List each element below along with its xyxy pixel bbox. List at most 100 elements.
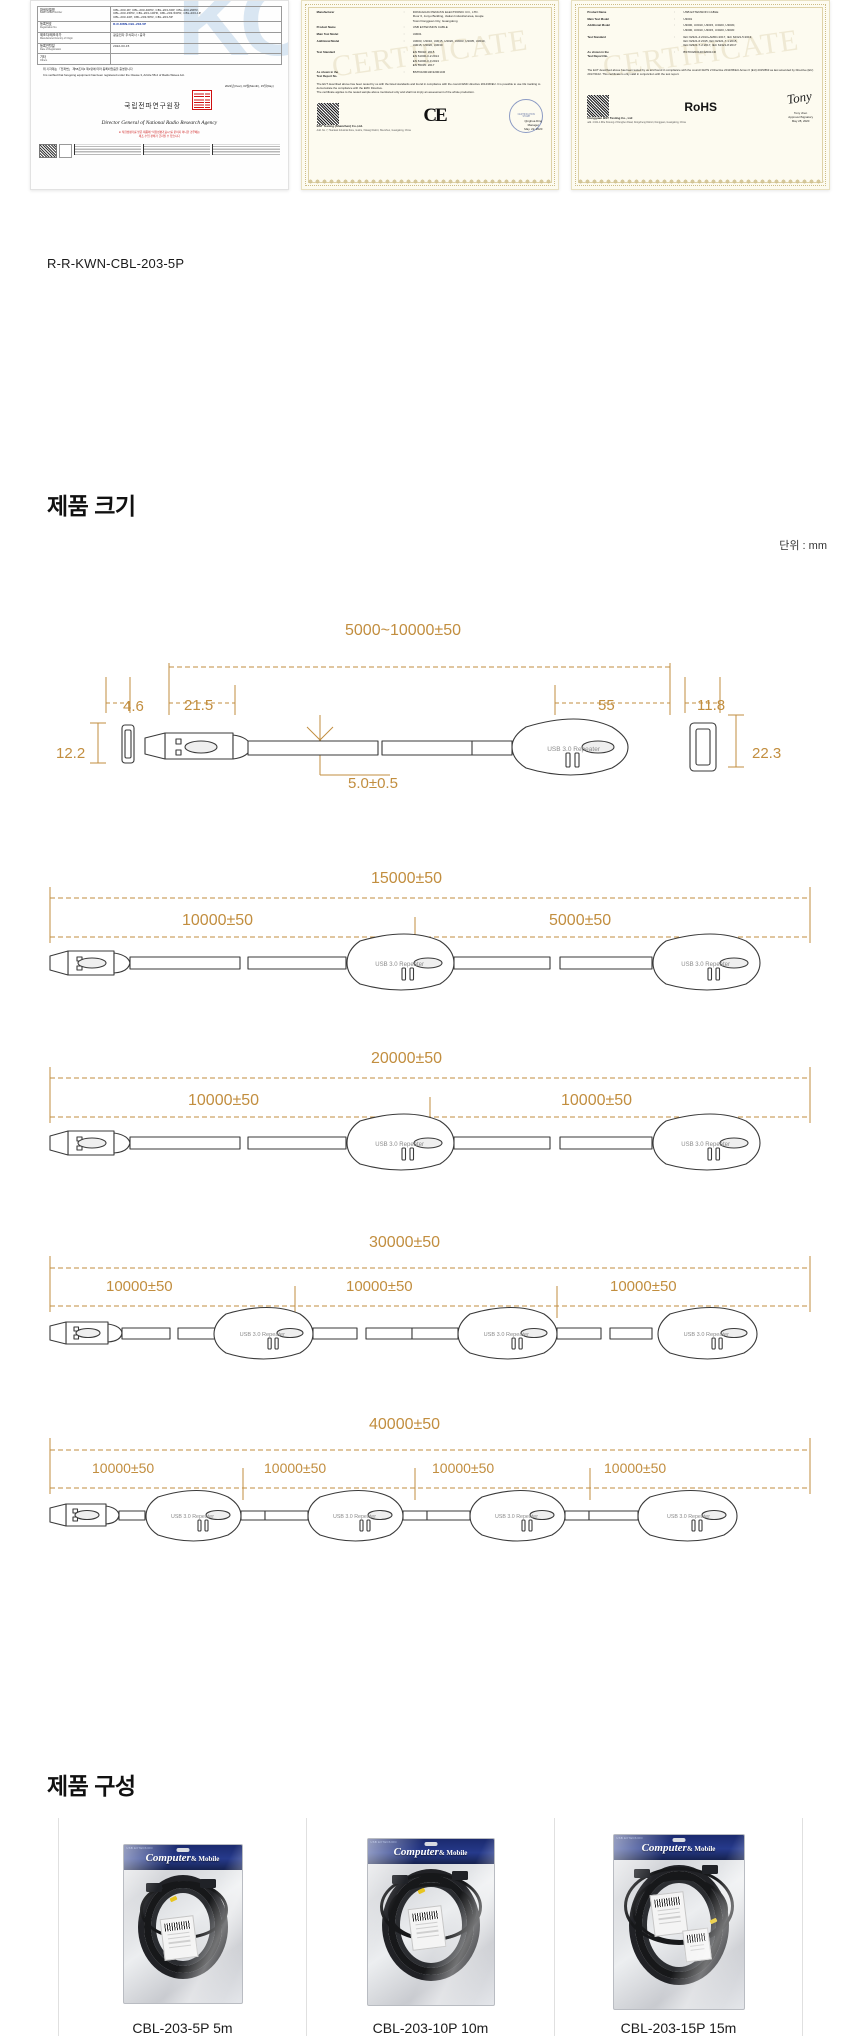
kcc-info-table: 파생모델명 Basic Model Number CBL-203-3P, CBL…: [36, 6, 282, 66]
table-row: Product Name : USB EXTENSION CABLE: [317, 25, 546, 29]
dim-seg-40m-1: 10000±50: [92, 1460, 155, 1476]
signature-block: Qinghua Ding Manager May. 22, 2020: [524, 119, 542, 132]
row-value: [110, 53, 282, 66]
package-header: USB EXTENSION Computer& Mobile: [367, 1839, 494, 1864]
row-value: U3001: [683, 16, 693, 21]
composition-item-15p: USB EXTENSION Computer& Mobile: [554, 1818, 803, 2036]
rohs-certificate: CERTIFICATE Product Name : USB EXTENSION…: [571, 0, 831, 190]
dimension-diagram-15m: USB 3.0 Repeater USB 3.0 Repeater: [49, 887, 811, 991]
kcc-agency-name-en: Director General of National Radio Resea…: [101, 120, 218, 127]
row-key: Test Standard: [316, 49, 336, 54]
row-value: IEC 62321-4:2013+AMD1:2017, IEC 62321-5:…: [683, 34, 753, 48]
row-value: U3003, U3010, U3015, U3020, U3003, U3005…: [412, 38, 486, 48]
svg-text:USB 3.0 Repeater: USB 3.0 Repeater: [333, 1514, 376, 1520]
table-row: 기타 Others: [36, 53, 282, 66]
dim-callout-11_8: 11.8: [697, 697, 726, 714]
brand-sub: & Mobile: [686, 1844, 716, 1853]
row-label-ko: 등록연월일: [40, 44, 55, 49]
kcc-seal-area: 국립전파연구원장: [37, 90, 282, 118]
blank-box-icon: [59, 143, 72, 158]
ce-declaration-text: The EUT described above has been tested …: [316, 81, 541, 95]
row-value: BSTK020014K32001CR: [412, 69, 446, 74]
dimension-diagram-40m: USB 3.0 Repeater USB 3.0 Repeater USB 3.…: [49, 1438, 811, 1542]
product-label-tag: [407, 1905, 446, 1951]
kcc-barcode-strip: [37, 143, 282, 160]
row-label-ko: 파생모델명: [40, 7, 55, 12]
table-row: 제조자/제조국가 Manufacturer/Country of Origin …: [36, 31, 282, 44]
rohs-mark-icon: RoHS: [684, 99, 718, 114]
composition-item-caption: CBL-203-10P 10m: [372, 2020, 489, 2036]
brand-name: Computer: [393, 1845, 439, 1858]
table-row: 등록연월일 Date of Registration 2022-03-15: [36, 42, 282, 55]
row-key: Main Test Model: [316, 32, 339, 37]
ce-mark-icon: CE: [423, 104, 447, 126]
dim-seg-15m-1: 10000±50: [182, 912, 254, 929]
row-value: R-R-KWN-CBL-203-5P: [110, 20, 282, 33]
package-brand-label: Computer& Mobile: [642, 1842, 716, 1854]
brand-sub: & Mobile: [190, 1854, 220, 1863]
rohs-declaration-text: The EUT described above has been tested …: [587, 68, 814, 77]
ce-mark-area: CE CERTIFICATION STAMP Qinghua Ding Mana…: [316, 98, 544, 145]
composition-item-5p: USB EXTENSION Computer& Mobile: [58, 1818, 306, 2036]
dim-callout-55: 55: [598, 697, 615, 714]
dim-seg-30m-3: 10000±50: [610, 1278, 677, 1295]
dim-seg-30m-1: 10000±50: [106, 1278, 173, 1295]
issuing-company: Dongguan BST Testing Co., Ltd: [587, 116, 633, 121]
table-row: Main Test Model : U3001: [587, 17, 816, 21]
dim-total-15m: 15000±50: [371, 870, 443, 887]
hang-hole-icon: [672, 1838, 685, 1842]
table-row: As shown in the Test Report No. : BSTK02…: [587, 50, 816, 58]
row-key: Test Standard: [587, 34, 606, 39]
qr-code-icon: [587, 94, 610, 117]
qr-code-icon: [316, 102, 339, 125]
row-key: Additional Model: [316, 38, 340, 43]
svg-text:USB 3.0 Repeater: USB 3.0 Repeater: [484, 1332, 530, 1338]
row-colon: :: [403, 49, 405, 54]
product-package-image: USB EXTENSION Computer& Mobile: [612, 1834, 745, 2010]
signature-date: May 28, 2020: [791, 119, 810, 124]
svg-text:USB 3.0 Repeater: USB 3.0 Repeater: [681, 1142, 730, 1148]
row-colon: :: [674, 23, 676, 28]
dim-callout-22_3: 22.3: [752, 745, 782, 762]
row-value: 2022-03-15: [110, 42, 282, 55]
row-label-ko: 기타: [40, 54, 46, 59]
row-value: BSTK020014K32001CR: [683, 49, 716, 54]
dimension-diagram-30m: USB 3.0 Repeater USB 3.0 Repeater USB 3.…: [49, 1256, 811, 1360]
brand-name: Computer: [641, 1841, 687, 1854]
usb-plug-icon: [199, 1879, 216, 1888]
table-row: 파생모델명 Basic Model Number CBL-203-3P, CBL…: [36, 6, 282, 22]
ce-certificate: CERTIFICATE Manufacturer : DONGGUAN PENG…: [300, 0, 560, 190]
usb-plug-icon: [633, 1869, 650, 1878]
signature-date: May. 22, 2020: [524, 127, 543, 132]
usb-plug-icon: [145, 1883, 162, 1892]
table-row: Additional Model : U3003, U3010, U3015, …: [317, 39, 546, 48]
brand-sub: & Mobile: [438, 1848, 468, 1857]
row-label-en: Basic Model Number: [40, 11, 63, 15]
kcc-agency-name-ko: 국립전파연구원장: [124, 103, 181, 111]
ce-info-rows: Manufacturer : DONGGUAN PENGTAI ELECTRON…: [317, 10, 546, 78]
ce-footer: BST Testing (Shenzhen) Co.,Ltd. Add. No.…: [317, 124, 544, 132]
kcc-issue-date: 2022년(Year), 03월(Month), 15일(Day): [224, 84, 274, 89]
certificate-caption: R-R-KWN-CBL-203-5P: [47, 256, 185, 271]
row-label-en: Others: [40, 58, 48, 62]
row-value: DONGGUAN PENGTAI ELECTRONIC CO., LTD. Fl…: [412, 10, 484, 23]
barcode-icon: [163, 1920, 191, 1932]
signer-name: Tony chen: [794, 110, 808, 115]
svg-text:USB 3.0 Repeater: USB 3.0 Repeater: [547, 746, 601, 753]
issuing-address: Add. No. 7, Hua East Industrial Zone, Gu…: [316, 129, 411, 132]
composition-item-caption: CBL-203-15P 15m: [620, 2020, 737, 2036]
row-colon: :: [403, 38, 405, 43]
certificate-gallery: KC 파생모델명 Basic Model Number CBL-203-3P, …: [30, 0, 831, 190]
composition-item-10p: USB EXTENSION Computer& Mobile: [306, 1818, 554, 2036]
row-key: As shown in the Test Report No.: [587, 49, 609, 59]
row-value: CBL-203-3P, CBL-203-40PR, CBL-203-60P, C…: [110, 6, 282, 22]
barcode-icon: [686, 1932, 706, 1944]
usb-plug-icon: [391, 1875, 408, 1884]
svg-text:USB 3.0 Repeater: USB 3.0 Repeater: [495, 1514, 538, 1520]
kcc-note-ko: 위 기자재는 「전파법」 제58조의2 제3항에 따라 등록되었음을 증명합니다: [43, 67, 133, 72]
scalloped-edge: [306, 178, 554, 185]
row-colon: :: [674, 49, 676, 54]
scalloped-edge: [577, 178, 825, 185]
signer-role: Manager: [527, 122, 539, 127]
text-block: [143, 143, 211, 155]
